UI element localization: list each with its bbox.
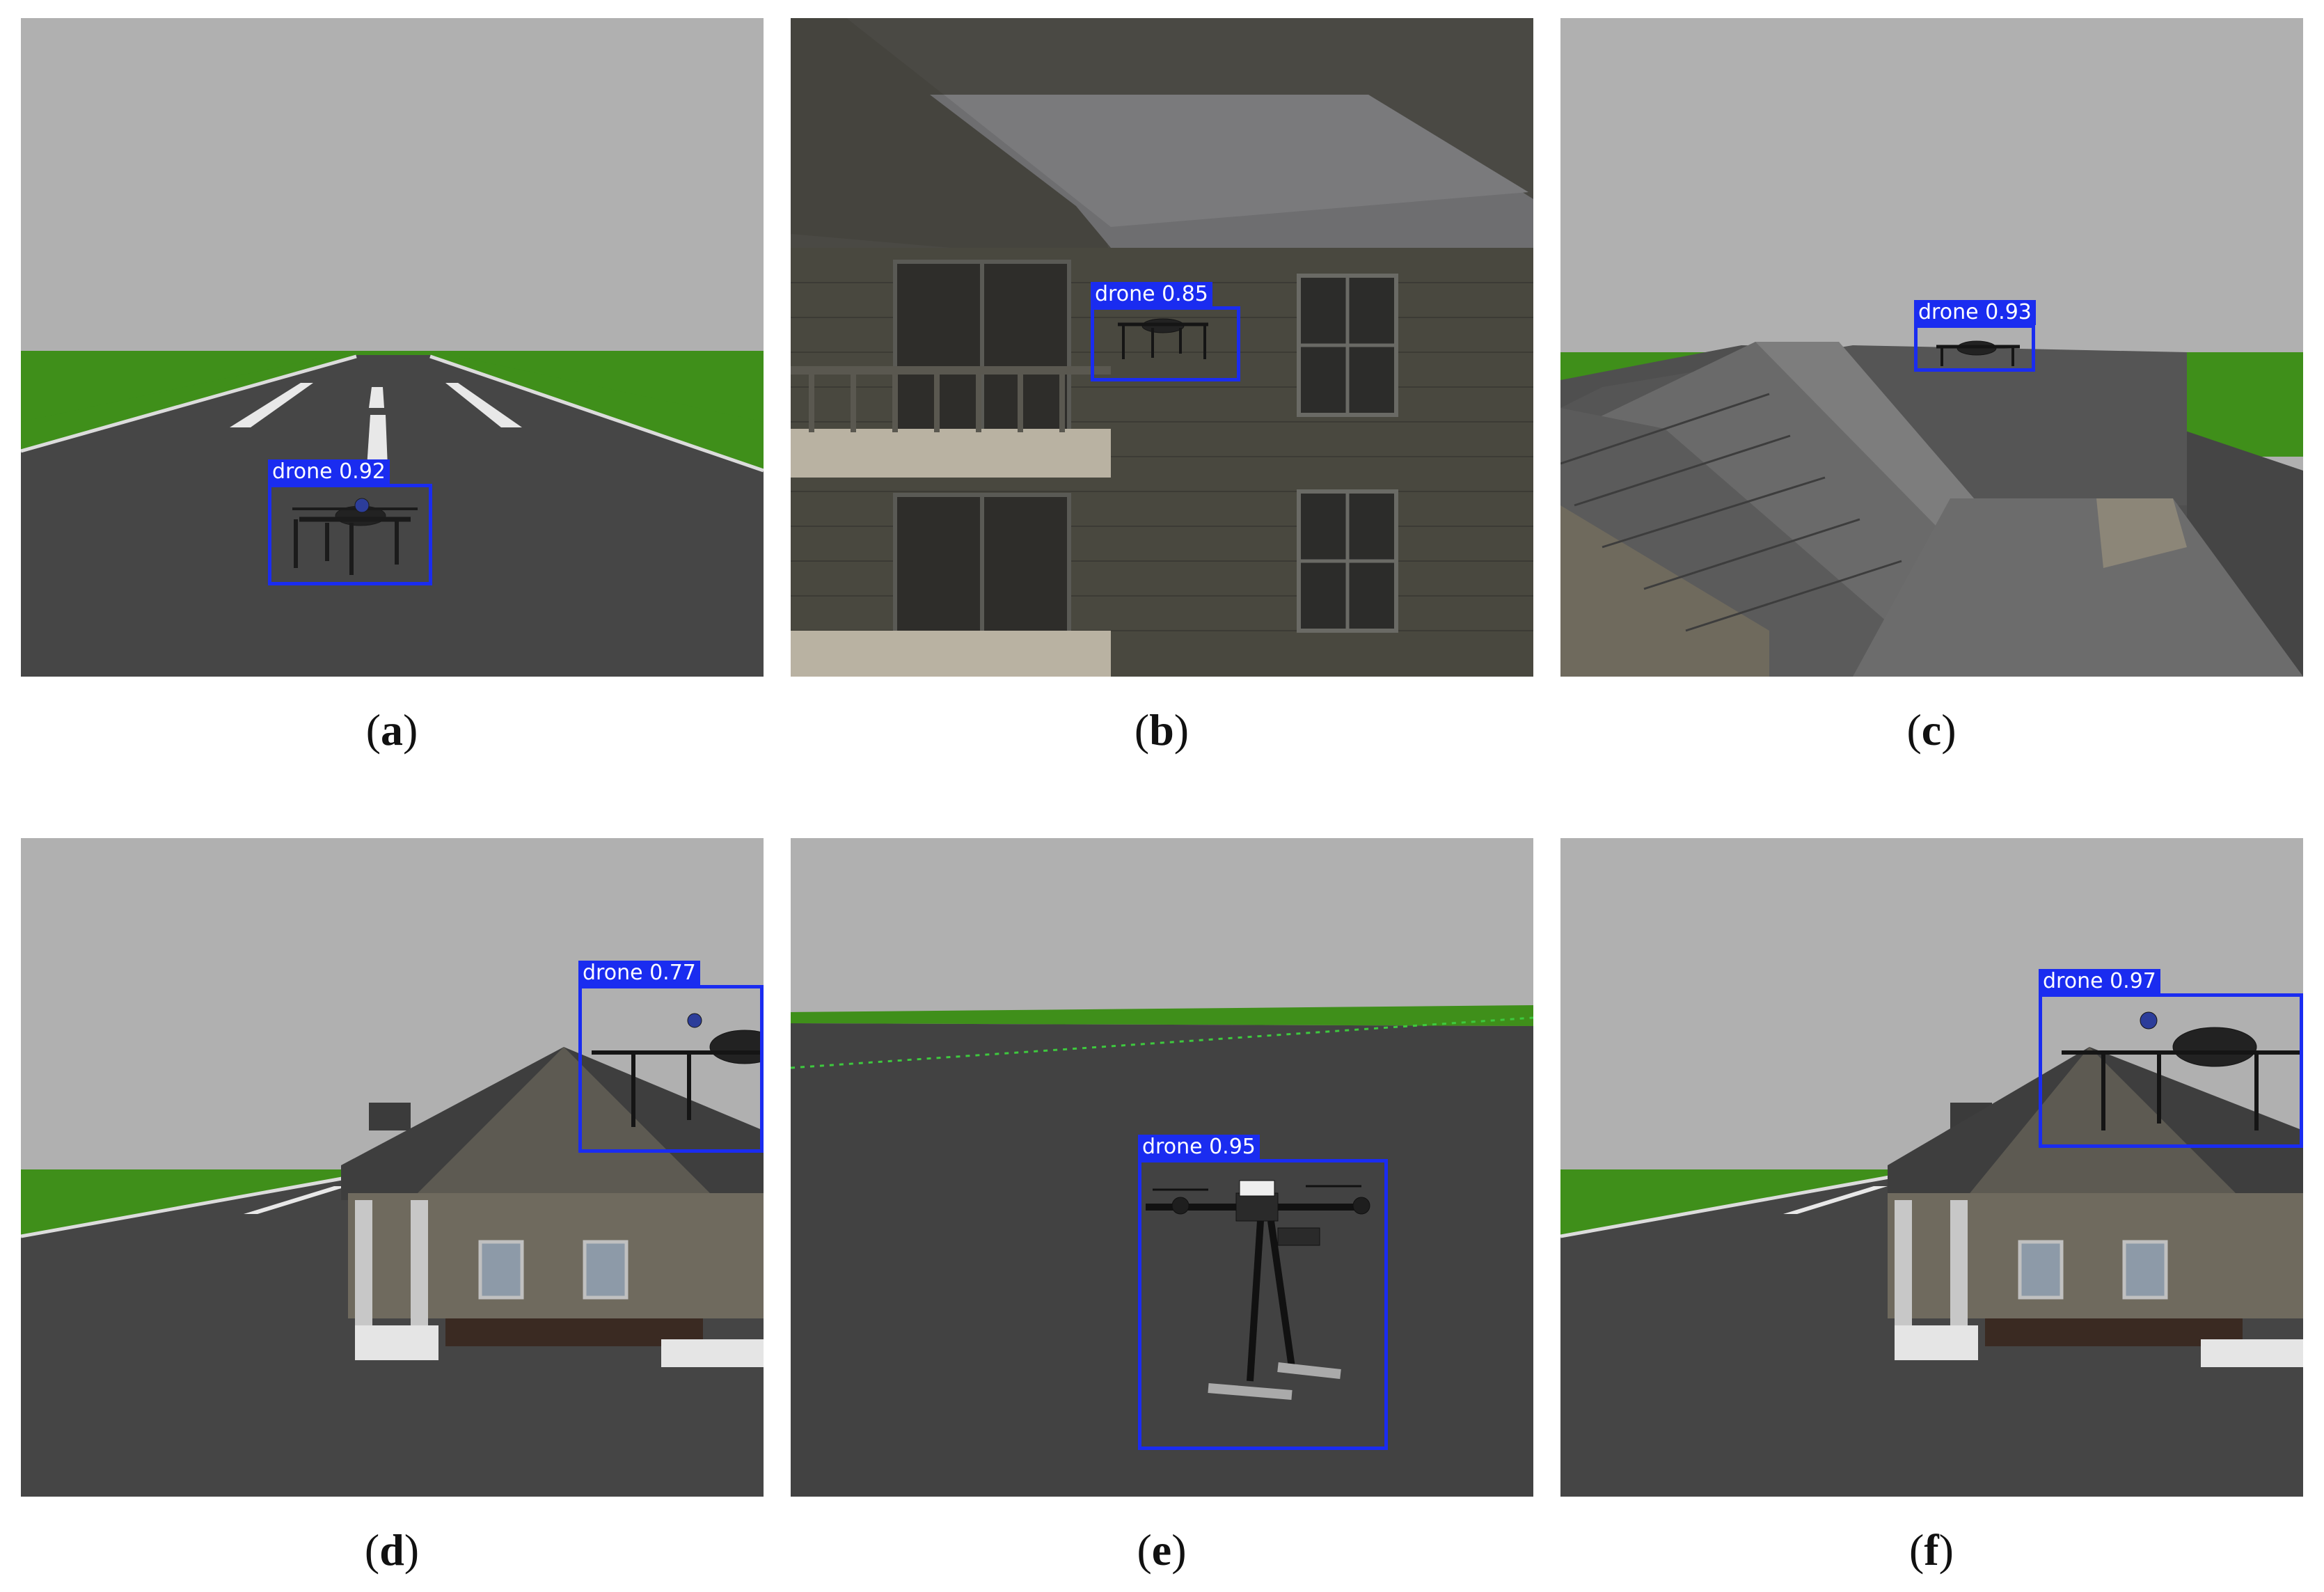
scene-c-image [1560,18,2303,677]
detection-box-c: drone 0.93 [1914,300,2036,372]
caption-e: (e) [1137,1525,1187,1575]
detection-box-f: drone 0.97 [2039,969,2303,1148]
detection-score-a: 0.92 [339,459,386,484]
caption-letter-a: a [381,705,403,755]
detection-score-b: 0.85 [1162,282,1208,306]
caption-d: (d) [364,1525,420,1575]
panel-b: drone 0.85 [791,18,1533,677]
caption-letter-c: c [1921,705,1942,755]
scene-d-image [21,838,764,1497]
drone-illustration-a [292,498,418,575]
panel-f: drone 0.97 [1560,838,2303,1497]
scene-f-image [1560,838,2303,1497]
caption-letter-d: d [379,1525,404,1575]
caption-a: (a) [365,705,418,755]
detection-label-b: drone 0.85 [1091,282,1212,307]
drone-illustration-b [1118,318,1208,359]
detection-class-c: drone [1918,300,1979,324]
detection-box-b: drone 0.85 [1091,282,1240,381]
detection-class-f: drone [2043,969,2103,993]
detection-box-e: drone 0.95 [1138,1135,1388,1450]
detection-box-a: drone 0.92 [268,459,432,585]
scene-b-image [791,18,1533,677]
detection-score-d: 0.77 [649,961,696,985]
detection-box-d: drone 0.77 [578,961,764,1153]
panel-c: drone 0.93 [1560,18,2303,677]
panel-d: drone 0.77 [21,838,764,1497]
detection-label-f: drone 0.97 [2039,969,2160,994]
caption-f: (f) [1909,1525,1954,1575]
caption-letter-e: e [1151,1525,1172,1575]
drone-illustration-e [1146,1180,1370,1400]
detection-class-d: drone [583,961,643,985]
detection-label-d: drone 0.77 [578,961,700,986]
detection-class-b: drone [1095,282,1155,306]
drone-illustration-c [1936,340,2020,366]
drone-illustration-f [2062,1011,2303,1130]
detection-label-c: drone 0.93 [1914,300,2036,325]
panel-e: drone 0.95 [791,838,1533,1497]
detection-class-a: drone [272,459,333,484]
scene-e-image [791,838,1533,1497]
detection-score-f: 0.97 [2110,969,2156,993]
detection-class-e: drone [1142,1135,1203,1159]
panel-a: drone 0.92 [21,18,764,677]
caption-c: (c) [1906,705,1957,755]
detection-label-e: drone 0.95 [1138,1135,1260,1160]
detection-score-e: 0.95 [1209,1135,1256,1159]
detection-score-c: 0.93 [1985,300,2032,324]
caption-letter-f: f [1924,1525,1939,1575]
caption-b: (b) [1134,705,1189,755]
caption-letter-b: b [1149,705,1174,755]
scene-a-image [21,18,764,677]
detection-label-a: drone 0.92 [268,459,390,484]
drone-illustration-d [592,1013,764,1127]
